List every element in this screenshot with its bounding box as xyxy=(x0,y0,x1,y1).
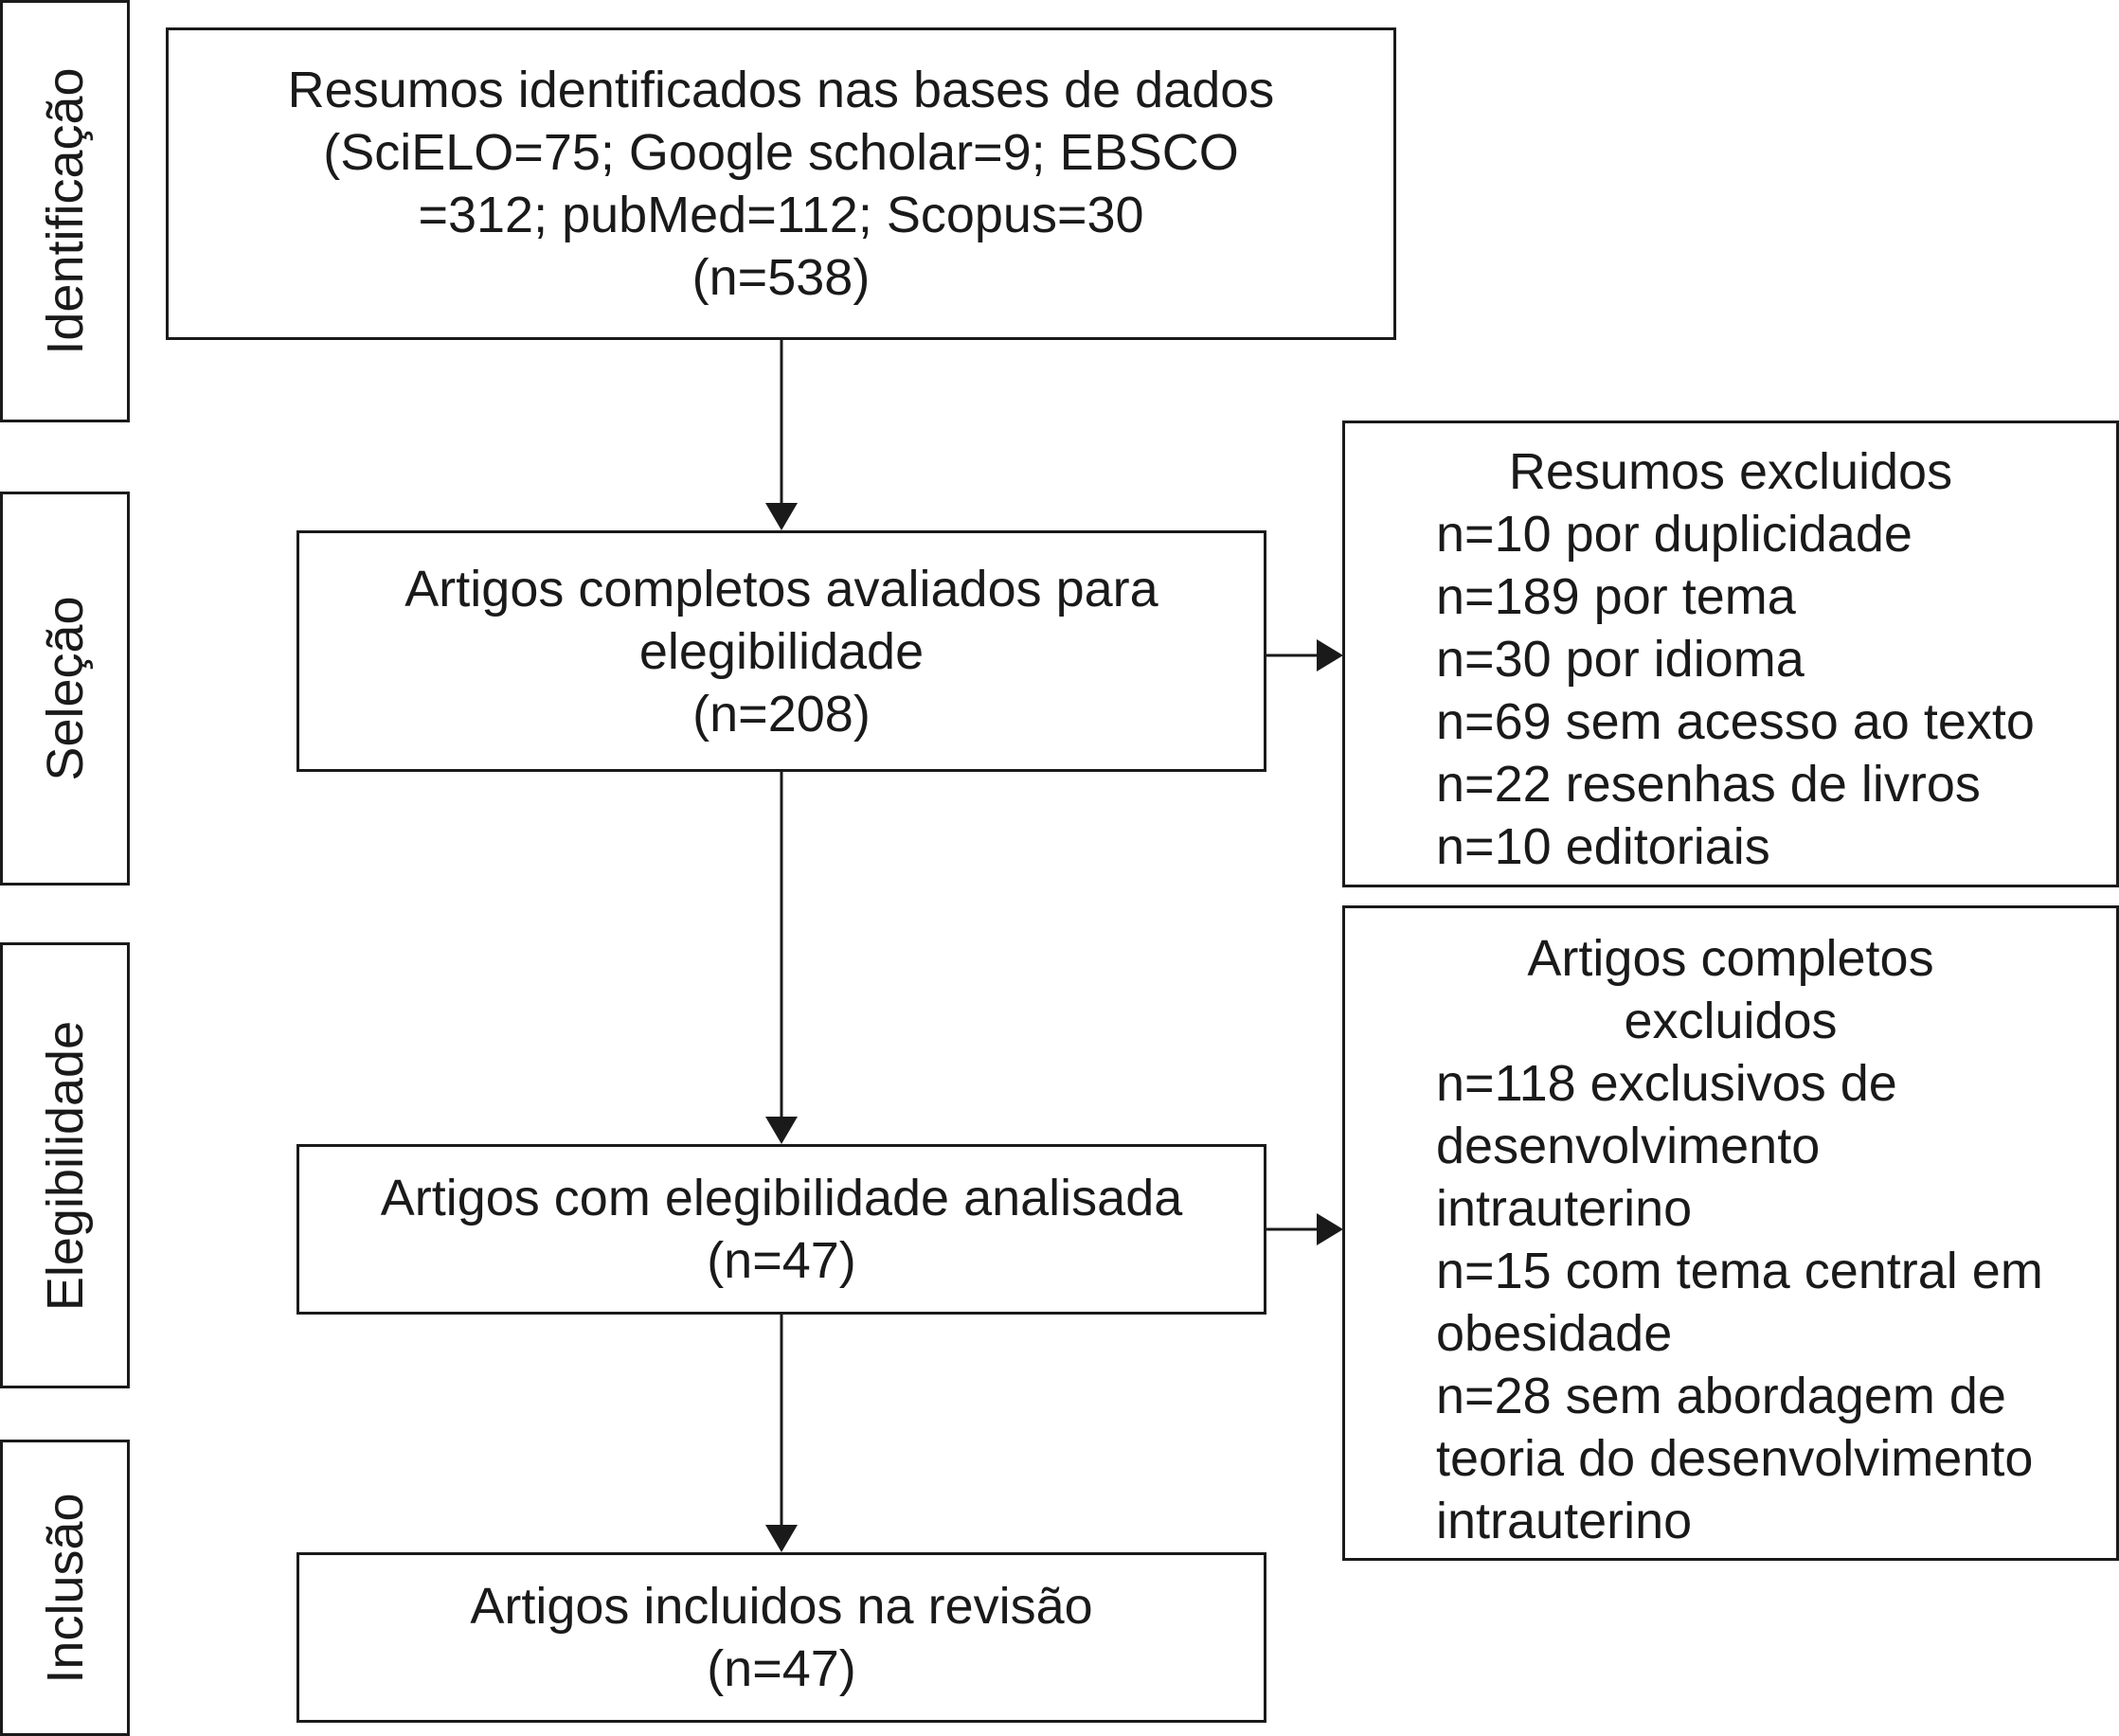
arrowhead-right-icon xyxy=(1317,1213,1343,1245)
excluded-articles-item: n=118 exclusivos de xyxy=(1436,1055,1897,1112)
excluded-articles-item: n=28 sem abordagem de xyxy=(1436,1368,2006,1424)
selection-box: Artigos completos avaliados para elegibi… xyxy=(296,530,1266,772)
excluded-articles-item: obesidade xyxy=(1436,1305,1673,1362)
stage-inclusao: Inclusão xyxy=(0,1440,130,1736)
eligibility-count: (n=47) xyxy=(707,1232,856,1289)
excluded-abstracts-title: Resumos excluidos xyxy=(1508,443,1953,500)
excluded-articles-title: excluidos xyxy=(1624,993,1838,1049)
selection-count: (n=208) xyxy=(692,685,871,743)
excluded-articles-item: intrauterino xyxy=(1436,1493,1693,1549)
eligibility-box: Artigos com elegibilidade analisada (n=4… xyxy=(296,1144,1266,1315)
excluded-abstracts-item: n=30 por idioma xyxy=(1436,631,1805,688)
arrowhead-down-icon xyxy=(765,503,798,530)
inclusion-count: (n=47) xyxy=(707,1640,856,1697)
eligibility-line-1: Artigos com elegibilidade analisada xyxy=(380,1170,1183,1226)
excluded-abstracts-item: n=10 por duplicidade xyxy=(1436,506,1912,563)
stage-identificacao: Identificação xyxy=(0,0,130,422)
inclusion-line-1: Artigos incluidos na revisão xyxy=(470,1578,1093,1635)
arrowhead-right-icon xyxy=(1317,639,1343,671)
excluded-articles-item: desenvolvimento xyxy=(1436,1118,1821,1174)
excluded-abstracts-box: Resumos excluidos n=10 por duplicidade n… xyxy=(1342,421,2119,887)
arrowhead-down-icon xyxy=(765,1525,798,1552)
identification-line-2: (SciELO=75; Google scholar=9; EBSCO xyxy=(323,124,1239,181)
identification-box: Resumos identificados nas bases de dados… xyxy=(166,27,1396,340)
excluded-abstracts-item: n=69 sem acesso ao texto xyxy=(1436,693,2035,750)
identification-line-3: =312; pubMed=112; Scopus=30 xyxy=(418,187,1144,243)
excluded-articles-item: n=15 com tema central em xyxy=(1436,1243,2043,1299)
excluded-articles-item: intrauterino xyxy=(1436,1180,1693,1237)
excluded-abstracts-item: n=189 por tema xyxy=(1436,568,1796,625)
excluded-abstracts-item: n=10 editoriais xyxy=(1436,818,1770,875)
selection-line-1: Artigos completos avaliados para xyxy=(404,560,1158,617)
excluded-articles-title: Artigos completos xyxy=(1527,930,1934,987)
excluded-articles-box: Artigos completos excluidos n=118 exclus… xyxy=(1342,905,2119,1561)
identification-line-1: Resumos identificados nas bases de dados xyxy=(287,62,1275,118)
stage-selecao: Seleção xyxy=(0,492,130,886)
excluded-abstracts-item: n=22 resenhas de livros xyxy=(1436,756,1981,813)
excluded-articles-item: teoria do desenvolvimento xyxy=(1436,1430,2034,1487)
identification-count: (n=538) xyxy=(691,249,871,306)
stage-elegibilidade: Elegibilidade xyxy=(0,942,130,1388)
inclusion-box: Artigos incluidos na revisão (n=47) xyxy=(296,1552,1266,1723)
arrowhead-down-icon xyxy=(765,1117,798,1144)
selection-line-2: elegibilidade xyxy=(638,622,925,680)
